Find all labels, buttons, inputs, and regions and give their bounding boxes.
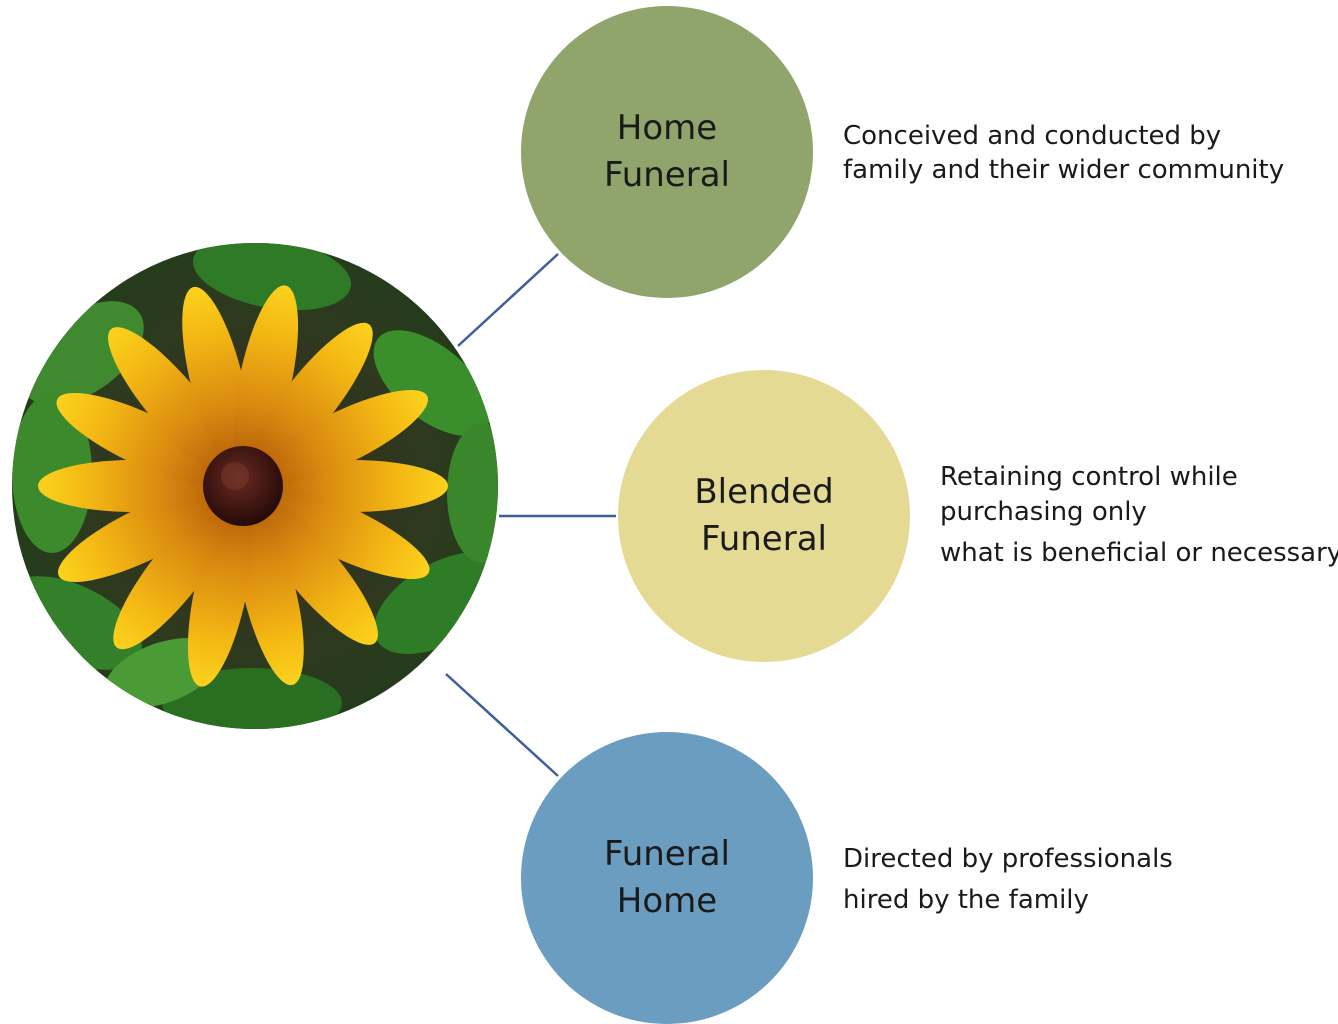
home-funeral-label: Home Funeral bbox=[604, 108, 730, 195]
blended-funeral-label: Blended Funeral bbox=[694, 472, 834, 559]
funeral-home-circle: Funeral Home bbox=[521, 732, 813, 1024]
funeral-home-description: Directed by professionals hired by the f… bbox=[843, 844, 1173, 915]
flower-icon bbox=[12, 243, 498, 729]
blended-funeral-circle: Blended Funeral bbox=[618, 370, 910, 662]
home-funeral-description: Conceived and conducted by family and th… bbox=[843, 121, 1285, 185]
flower-image bbox=[12, 243, 498, 729]
connector-home-funeral bbox=[457, 253, 559, 347]
connector-funeral-home bbox=[445, 673, 559, 777]
home-funeral-circle: Home Funeral bbox=[521, 6, 813, 298]
blended-funeral-description: Retaining control while purchasing only … bbox=[940, 462, 1338, 568]
funeral-home-label: Funeral Home bbox=[604, 834, 730, 921]
